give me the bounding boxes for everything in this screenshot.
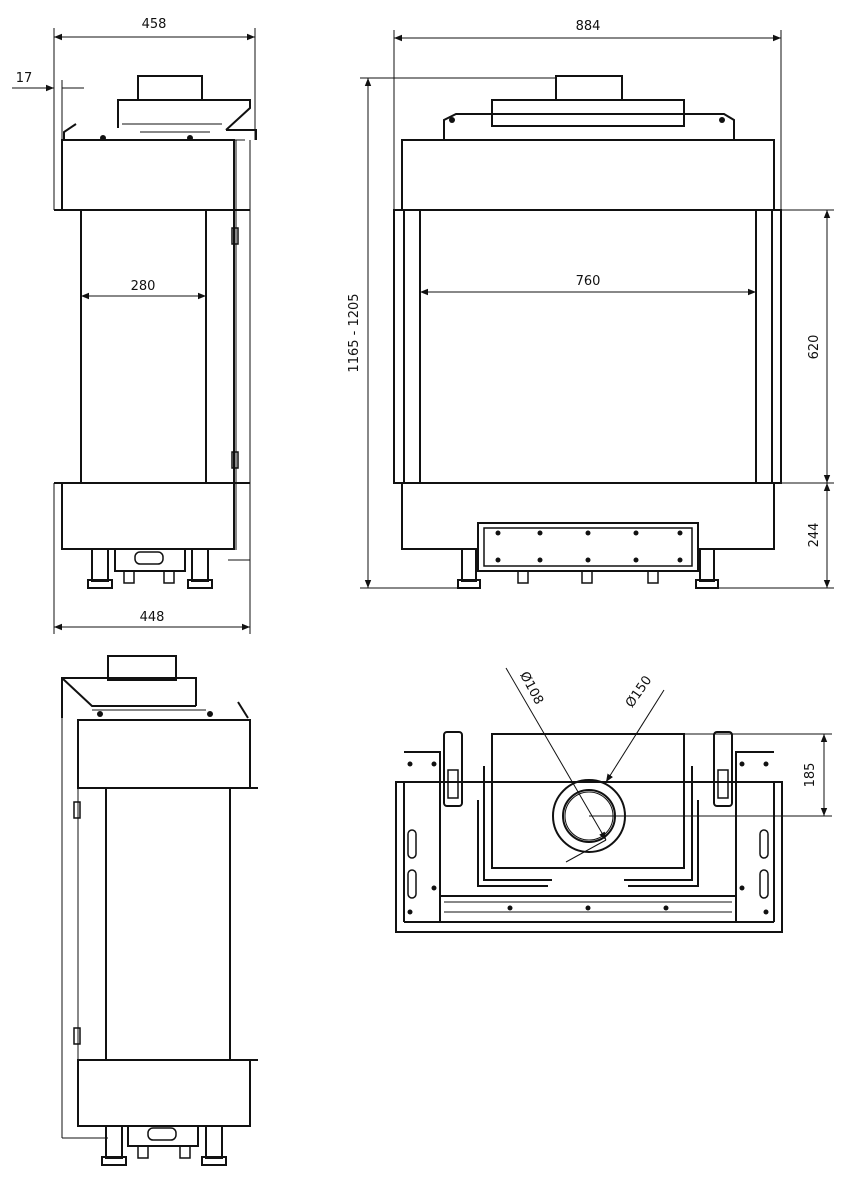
dim-label-620: 620: [807, 335, 822, 360]
side-top-housing: [61, 139, 235, 211]
dim-label-height: 1165 - 1205: [347, 293, 362, 372]
top-view: Ø108 Ø150 185: [395, 667, 832, 933]
front-flue-pipe: [555, 75, 623, 101]
alt-flue-pipe: [107, 655, 177, 681]
dim-label-448: 448: [140, 610, 165, 625]
front-top-housing: [401, 139, 775, 211]
front-glass-frame: [393, 209, 782, 484]
top-outer-frame: [395, 781, 783, 933]
dim-label-760: 760: [576, 274, 601, 289]
side-view: 458 17 280: [12, 17, 257, 634]
dim-label-185: 185: [803, 763, 818, 788]
alt-top-housing: [77, 719, 251, 789]
front-view: 884 760: [347, 19, 834, 589]
dim-label-884: 884: [576, 19, 601, 34]
side-flue-pipe: [137, 75, 203, 101]
side-view-alt: [61, 655, 258, 1166]
dim-leader-150: [605, 689, 665, 783]
dim-label-244: 244: [807, 523, 822, 548]
dim-label-280: 280: [131, 279, 156, 294]
dim-label-108: Ø108: [516, 669, 546, 707]
dim-label-458: 458: [142, 17, 167, 32]
dim-leader-108: [505, 667, 607, 841]
dim-label-17: 17: [16, 71, 33, 86]
top-firebox: [491, 733, 685, 869]
alt-bottom-housing: [77, 1059, 251, 1127]
dim-label-150: Ø150: [623, 673, 655, 710]
front-control-box: [477, 522, 699, 572]
side-bottom-housing: [61, 482, 235, 550]
